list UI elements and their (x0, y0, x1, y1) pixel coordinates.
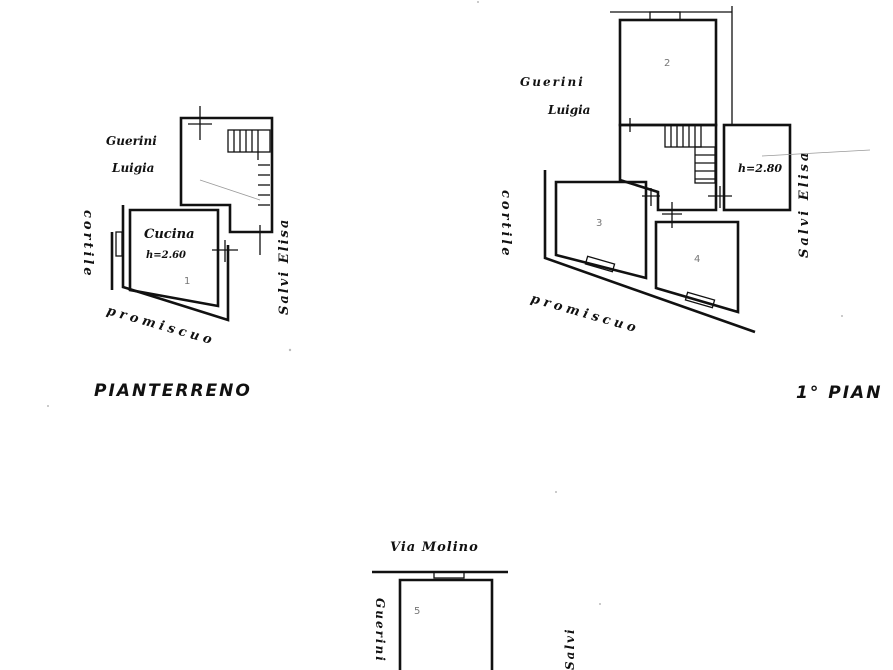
second-left-neighbor: Guerini (373, 598, 387, 663)
first-neighbor-line1: Guerini (520, 75, 585, 89)
first-room-4-number: 4 (694, 254, 700, 265)
ground-room-label: Cucina (144, 227, 195, 242)
second-room-walls (398, 578, 494, 670)
first-room-height: h=2.80 (738, 162, 782, 175)
first-right-neighbor: Salvi Elisa (797, 150, 812, 258)
ground-staircase (227, 129, 271, 206)
first-bottom-side-label: promiscuo (529, 291, 641, 336)
first-staircase (664, 124, 716, 184)
first-room-4 (654, 220, 740, 314)
first-floor-plan: Guerini Luigia 2 3 4 h=2.80 cortile Salv… (498, 6, 882, 403)
ground-neighbor-line1: Guerini (106, 134, 157, 148)
ground-outer-wall (121, 205, 230, 322)
first-room-2 (618, 18, 718, 127)
first-neighbor-line2: Luigia (547, 103, 590, 117)
first-title: 1° PIAN (796, 383, 882, 403)
first-room-3 (554, 180, 648, 280)
second-right-neighbor: Salvi (563, 627, 577, 670)
first-middle-area (618, 123, 718, 212)
ground-floor-plan: Guerini Luigia Cucina h=2.60 1 cortile S… (80, 106, 292, 401)
first-left-side-label: cortile (498, 190, 513, 259)
second-street-label: Via Molino (390, 540, 479, 555)
ground-room-height: h=2.60 (146, 250, 186, 261)
first-outer-wall (543, 170, 756, 334)
first-room-2-number: 2 (664, 58, 670, 69)
second-room-number: 5 (414, 606, 420, 617)
ground-left-side-label: cortile (80, 210, 95, 279)
ground-upper-room (179, 116, 274, 234)
first-room-3-number: 3 (596, 218, 602, 229)
ground-neighbor-line2: Luigia (111, 161, 154, 175)
ground-room-number: 1 (184, 276, 190, 287)
ground-title: PIANTERRENO (94, 381, 252, 401)
ground-kitchen-room (128, 208, 220, 308)
second-floor-plan: Via Molino 5 Guerini Salvi (372, 540, 577, 670)
ground-right-neighbor: Salvi Elisa (277, 218, 292, 315)
scan-specks (47, 1, 843, 605)
first-right-room (722, 123, 792, 212)
